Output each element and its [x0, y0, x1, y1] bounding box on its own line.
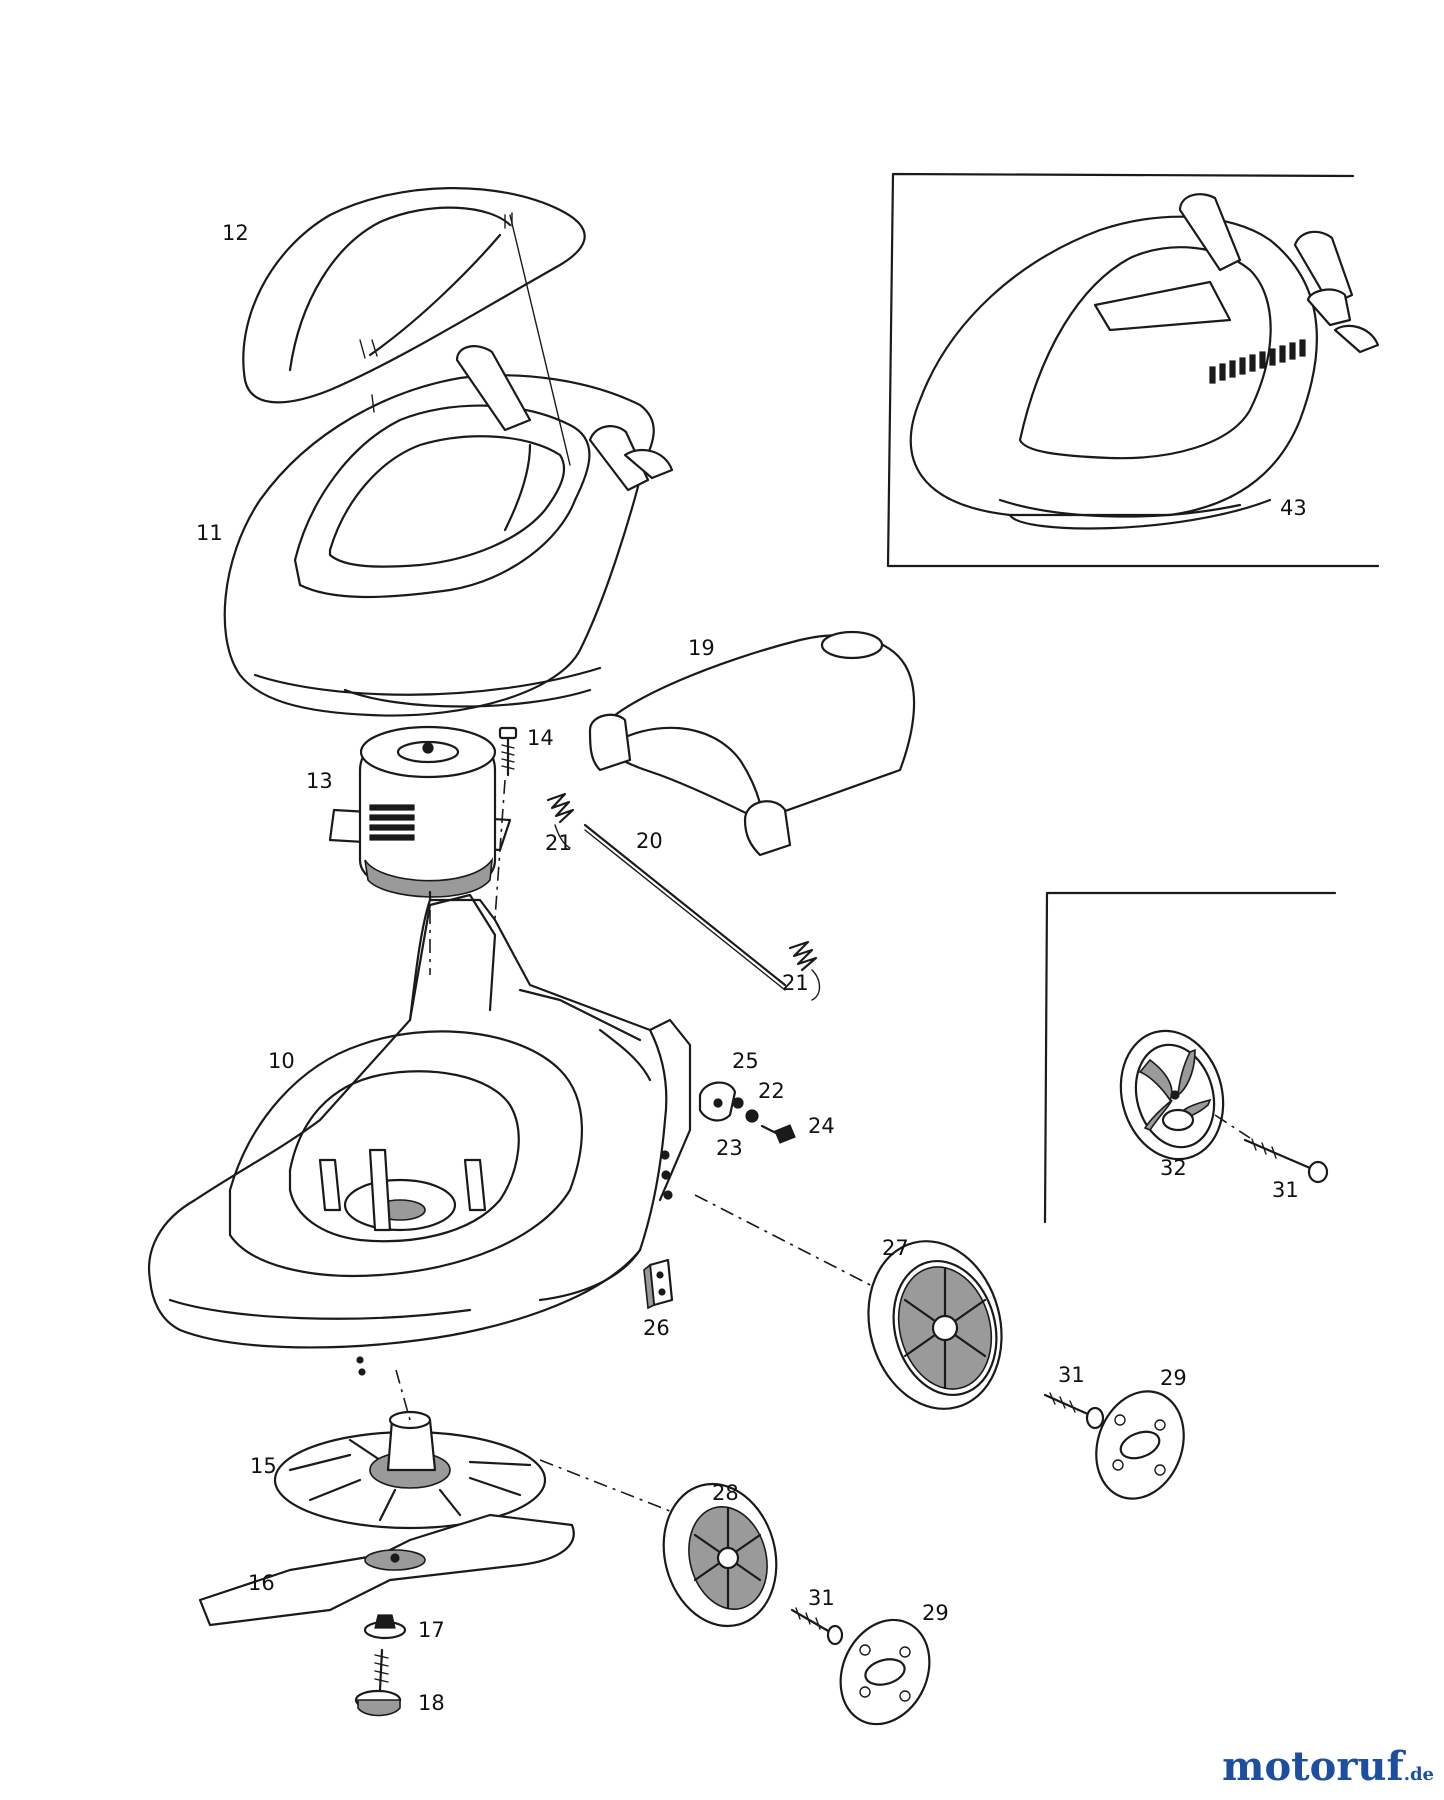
- watermark-tld: .de: [1403, 1764, 1434, 1785]
- label-part-26: 26: [643, 1316, 670, 1340]
- part-28-front-wheel: [662, 1482, 778, 1628]
- part-18-blade-bolt: [354, 1648, 402, 1717]
- label-part-15: 15: [250, 1454, 277, 1478]
- label-part-11: 11: [196, 521, 223, 545]
- part-20-rod: [583, 823, 787, 991]
- part-16-blade: [198, 1513, 575, 1627]
- part-10-deck: [148, 893, 692, 1376]
- label-part-21-left: 21: [545, 831, 572, 855]
- part-32-wheel-variant: [1119, 1029, 1251, 1161]
- label-part-31-a: 31: [1058, 1363, 1085, 1387]
- label-part-24: 24: [808, 1114, 835, 1138]
- part-22-washer: [732, 1097, 744, 1109]
- label-part-17: 17: [418, 1618, 445, 1642]
- label-part-23: 23: [716, 1136, 743, 1160]
- part-19-rear-flap: [588, 630, 916, 857]
- watermark-brand: motoruf: [1222, 1743, 1404, 1790]
- inset-frame-hood-variant: [886, 172, 1380, 568]
- part-23-nut: [745, 1109, 759, 1123]
- part-21-spring-right: [788, 940, 821, 1001]
- label-part-28: 28: [712, 1481, 739, 1505]
- label-part-20: 20: [636, 829, 663, 853]
- label-part-27: 27: [882, 1236, 909, 1260]
- brand-watermark: motoruf.de: [1222, 1743, 1434, 1790]
- part-11-main-hood: [223, 345, 674, 717]
- label-part-12: 12: [222, 221, 249, 245]
- label-part-14: 14: [527, 726, 554, 750]
- part-31-wheel-bolt-b: [790, 1607, 844, 1646]
- part-26-axle-bracket: [643, 1258, 674, 1310]
- inset-frame-wheel-variant: [1043, 891, 1337, 1224]
- part-31-wheel-bolt-c: [1243, 1138, 1329, 1184]
- label-part-22: 22: [758, 1079, 785, 1103]
- part-25-bracket: [698, 1081, 737, 1122]
- part-24-screw: [760, 1124, 796, 1144]
- callout-labels: 12 11 13 14 19 20 21 21 10 25 22 24 23 2…: [196, 221, 1307, 1715]
- part-21-spring-left: [546, 792, 575, 849]
- part-29-hubcap-a: [1095, 1390, 1185, 1500]
- label-part-29-b: 29: [922, 1601, 949, 1625]
- label-part-31-b: 31: [808, 1586, 835, 1610]
- label-part-21-right: 21: [782, 971, 809, 995]
- label-part-10: 10: [268, 1049, 295, 1073]
- part-15-fan: [273, 1369, 547, 1530]
- part-29-hubcap-b: [839, 1618, 931, 1726]
- part-27-rear-wheel: [867, 1240, 1003, 1410]
- label-part-18: 18: [418, 1691, 445, 1715]
- part-12-top-cover: [242, 187, 586, 404]
- label-part-43: 43: [1280, 496, 1307, 520]
- part-31-wheel-bolt-a: [1043, 1392, 1105, 1430]
- label-part-32: 32: [1160, 1156, 1187, 1180]
- label-part-16: 16: [248, 1571, 275, 1595]
- label-part-29-a: 29: [1160, 1366, 1187, 1390]
- label-part-19: 19: [688, 636, 715, 660]
- part-13-motor: [328, 725, 512, 912]
- label-part-31-c: 31: [1272, 1178, 1299, 1202]
- label-part-13: 13: [306, 769, 333, 793]
- part-43-hood-variant: [909, 193, 1380, 530]
- part-17-washer: [363, 1614, 407, 1640]
- label-part-25: 25: [732, 1049, 759, 1073]
